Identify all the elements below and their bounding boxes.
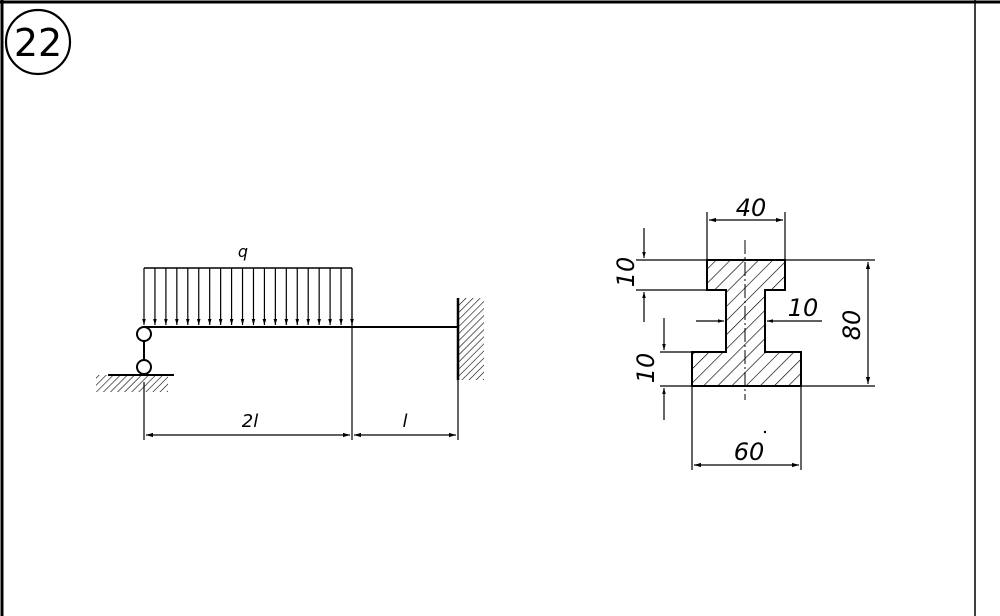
web-thickness-label: 10	[788, 294, 819, 322]
top-width-label: 40	[736, 194, 767, 222]
problem-number: 22	[14, 21, 62, 65]
total-height-label: 80	[838, 310, 866, 341]
span-left-label: 2l	[242, 411, 258, 432]
span-right-label: l	[402, 411, 407, 432]
beam-diagram: q 2l l	[96, 242, 484, 440]
dimension-bottom-width: 60	[691, 386, 802, 470]
distributed-load: q	[142, 242, 354, 325]
cross-section: 40 60 80 10 10	[612, 194, 875, 470]
section-shape	[691, 259, 802, 387]
top-flange-thickness-label: 10	[612, 257, 640, 288]
dimension-bottom-flange-thickness: 10	[632, 318, 692, 420]
dimension-total-height: 80	[785, 259, 875, 387]
dimension-top-flange-thickness: 10	[612, 228, 707, 322]
dimension-l: l	[354, 411, 456, 438]
reference-dot	[763, 430, 767, 434]
bottom-flange-thickness-label: 10	[632, 353, 660, 384]
dimension-2l: 2l	[146, 411, 350, 438]
fixed-support-wall	[456, 298, 484, 380]
problem-number-badge: 22	[4, 8, 72, 76]
load-label: q	[238, 242, 248, 261]
pin-support	[96, 326, 174, 392]
bottom-width-label: 60	[734, 438, 765, 466]
dimension-web-thickness: 10	[696, 294, 822, 323]
load-arrows	[142, 268, 354, 325]
dimension-top-width: 40	[706, 194, 786, 260]
